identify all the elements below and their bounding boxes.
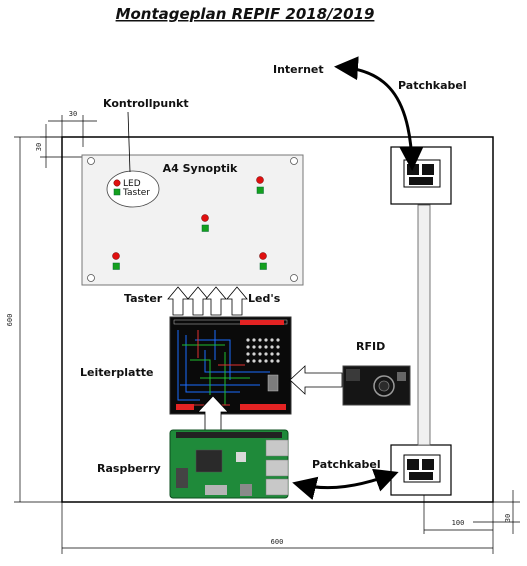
led-red <box>201 214 209 222</box>
rfid-to-pcb-arrow <box>289 365 343 395</box>
cable-duct <box>417 204 431 446</box>
kontrollpunkt-label: Kontrollpunkt <box>103 97 189 110</box>
taster-green <box>112 262 120 270</box>
internet-label: Internet <box>273 63 324 76</box>
leiterplatte-label: Leiterplatte <box>80 366 153 379</box>
raspberry-label: Raspberry <box>97 462 161 475</box>
dimension-height-600: 600 <box>6 136 62 503</box>
dimension-height-600-label: 600 <box>6 314 14 327</box>
raspberry-to-pcb-arrow <box>197 395 229 431</box>
dimension-top-30-horizontal: 30 <box>48 110 97 147</box>
dimension-bottom-30-label: 30 <box>504 514 512 522</box>
dimension-width-600-label: 600 <box>271 538 284 546</box>
a4-synoptik-label: A4 Synoptik <box>163 162 238 175</box>
dimension-width-600: 600 <box>61 502 494 554</box>
taster-green <box>259 262 267 270</box>
dimension-top-30-v-label: 30 <box>35 143 43 151</box>
legend-led-red <box>113 179 121 187</box>
patchkabel-top-label: Patchkabel <box>398 79 467 92</box>
diagram-title: Montageplan REPIF 2018/2019 <box>116 5 375 23</box>
internet-cable-arrow <box>334 56 424 171</box>
leds-label: Led's <box>248 292 281 305</box>
led-red <box>112 252 120 260</box>
hollow-arrows-up <box>167 286 248 316</box>
dimension-bottom-100: 100 <box>423 494 493 534</box>
patchkabel-bottom-label: Patchkabel <box>312 458 381 471</box>
raspberry-patch-cable-arrow <box>292 468 399 501</box>
rfid-module <box>342 365 411 406</box>
taster-label: Taster <box>124 292 163 305</box>
raspberry-pi-board <box>169 429 289 499</box>
legend-taster-green <box>113 188 121 196</box>
legend-led-label: LED <box>123 179 141 189</box>
patch-port-top <box>390 146 452 205</box>
kontrollpunkt-ellipse <box>106 170 160 208</box>
a4-synoptik-panel: A4 Synoptik LED Taster <box>81 154 304 286</box>
dimension-top-30-h-label: 30 <box>69 110 77 118</box>
rfid-label: RFID <box>356 340 385 353</box>
led-red <box>256 176 264 184</box>
dimension-bottom-30: 30 <box>473 490 520 534</box>
led-red <box>259 252 267 260</box>
taster-green <box>201 224 209 232</box>
legend-taster-label: Taster <box>122 188 150 198</box>
leiterplatte-pcb <box>169 316 292 415</box>
taster-green <box>256 186 264 194</box>
dimension-bottom-100-label: 100 <box>452 519 465 527</box>
patch-port-bottom <box>390 444 452 496</box>
kontrollpunkt-pointer <box>127 111 131 173</box>
